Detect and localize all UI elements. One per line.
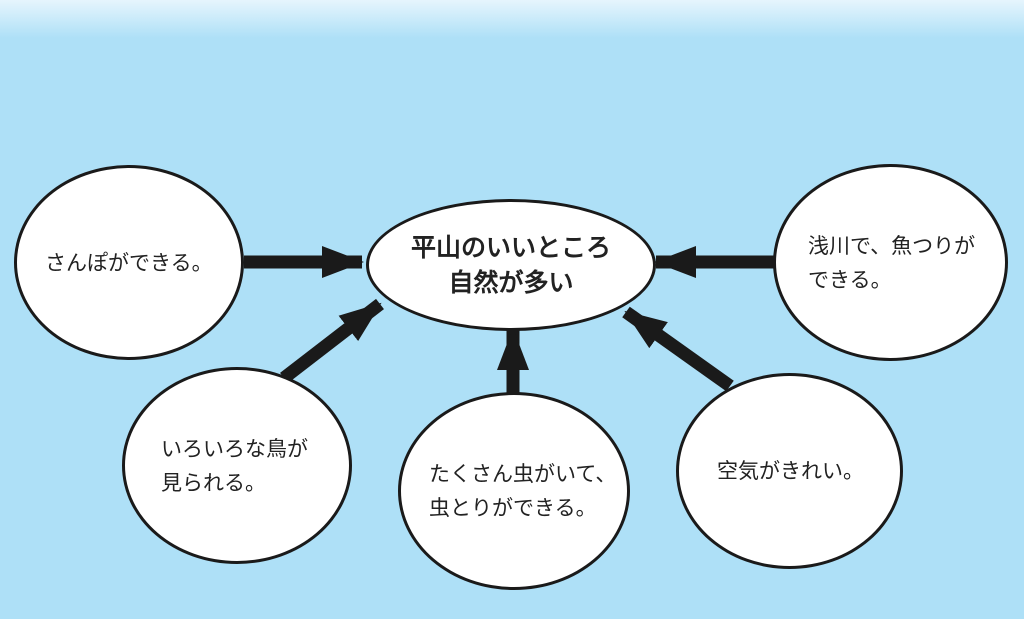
center-title: 平山のいいところ — [410, 233, 611, 262]
bubble-birds: いろいろな鳥が 見られる。 — [122, 367, 352, 564]
bubble-birds-line-1: いろいろな鳥が — [161, 436, 308, 461]
bubble-insects: たくさん虫がいて、 虫とりができる。 — [398, 392, 630, 590]
bubble-fishing-line-1: 浅川で、魚つりが — [808, 233, 976, 258]
arrow-air-to-center — [622, 306, 734, 392]
center-subtitle: 自然が多い — [448, 268, 574, 297]
bubble-fishing-line-2: できる。 — [808, 267, 892, 292]
bubble-sanpo-text: さんぽができる。 — [45, 250, 213, 275]
bubble-fishing: 浅川で、魚つりが できる。 — [773, 164, 1008, 361]
bubble-insects-line-1: たくさん虫がいて、 — [429, 462, 617, 486]
bubble-air: 空気がきれい。 — [676, 373, 903, 569]
bubble-sanpo: さんぽができる。 — [14, 165, 244, 360]
bubble-insects-line-2: 虫とりができる。 — [429, 496, 597, 520]
bubble-birds-line-2: 見られる。 — [161, 470, 266, 495]
bubble-air-text: 空気がきれい。 — [717, 459, 864, 483]
center-bubble: 平山のいいところ 自然が多い — [366, 199, 656, 331]
arrow-birds-to-center — [280, 298, 384, 384]
